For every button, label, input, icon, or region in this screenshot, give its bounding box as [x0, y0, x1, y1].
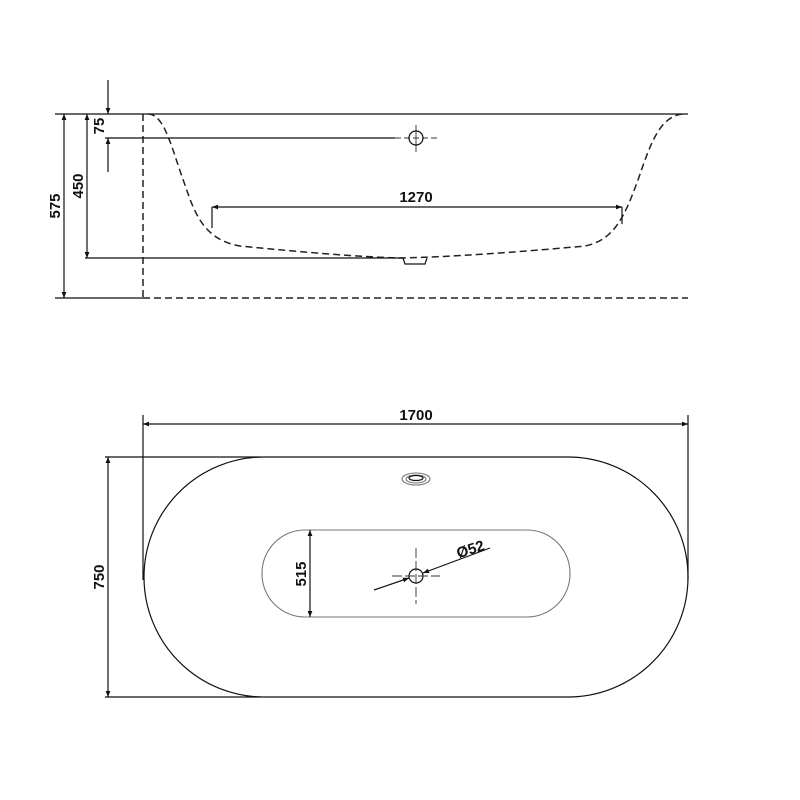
overflow-fitting-icon	[401, 472, 431, 486]
top-view: 1700 750 515 Ø52	[91, 407, 689, 698]
dim-750-label: 750	[91, 564, 108, 589]
dim-1700-label: 1700	[399, 407, 432, 424]
dim-52-arrow-right	[422, 547, 491, 574]
dim-52-label: Ø52	[454, 537, 486, 562]
basin-profile	[147, 113, 686, 259]
dim-75-label: 75	[91, 118, 108, 135]
dim-450-label: 450	[70, 173, 87, 198]
dim-52-arrow-left	[373, 577, 410, 591]
dim-515-label: 515	[293, 561, 310, 586]
dim-575-label: 575	[47, 193, 64, 218]
dim-1270-label: 1270	[399, 189, 432, 206]
basin-floor-outline	[261, 529, 571, 618]
drain-outlet	[402, 257, 428, 265]
overflow-hole	[408, 130, 424, 146]
side-view: 575 450 75 1270	[47, 80, 688, 299]
drain-icon	[392, 548, 440, 604]
